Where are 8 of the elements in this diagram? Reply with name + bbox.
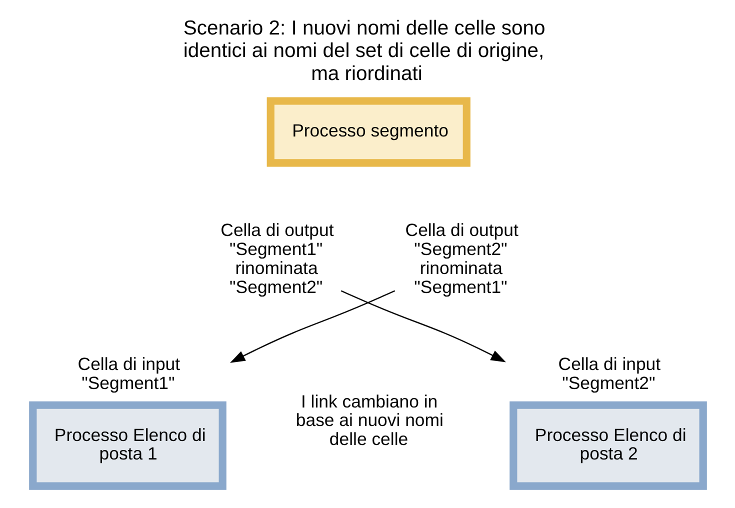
node-text: Cella di output "Segment1" rinominata "Segment2" [220,220,334,297]
node-label: Cella di input "Segment2" [558,354,660,393]
arrow [340,290,506,362]
label: I link cambiano in base ai nuovi nomi delle celle [295,391,443,450]
diagram-title: Scenario 2: I nuovi nomi delle celle sono identici ai nomi del set di celle di origine, ma riordinati [182,17,545,85]
arrow [229,290,395,363]
node-label: Cella di input "Segment1" [77,354,180,393]
node-text: Cella di output "Segment2" rinominata "Segment1" [404,220,518,297]
